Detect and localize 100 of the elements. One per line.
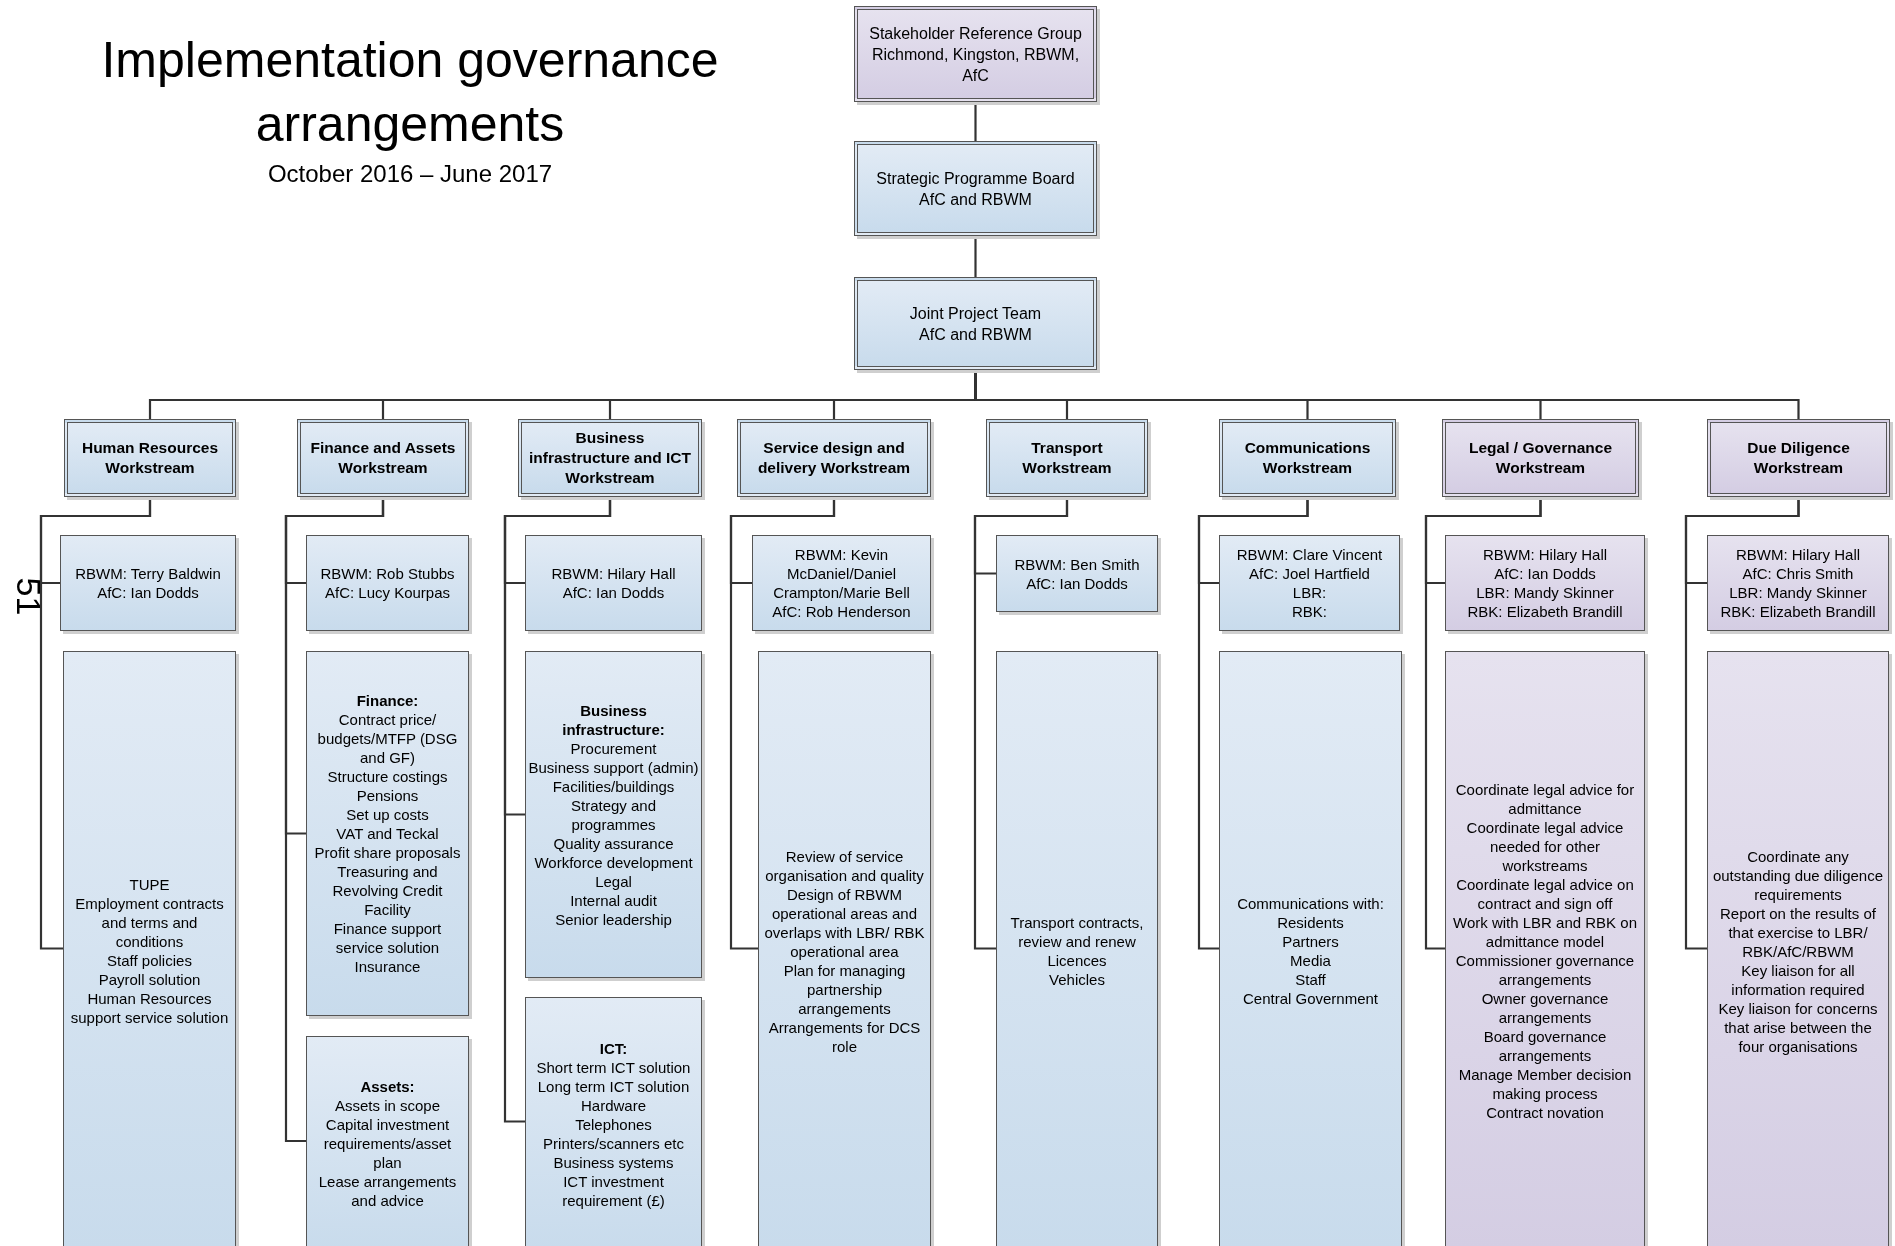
connector-line <box>39 497 152 950</box>
box-text: RBWM: Rob Stubbs <box>319 564 456 583</box>
box-heading: Business infrastructure: <box>561 700 666 739</box>
workstream-box <box>64 419 236 497</box>
box-text: Communications Workstream <box>1243 438 1372 478</box>
box-text: Treasuring and Revolving Credit Facility <box>331 862 444 919</box>
box-text: RBWM: Hilary Hall <box>1734 545 1862 564</box>
box-text: Review of service organisation and quality <box>764 846 925 885</box>
scope-box <box>525 651 702 978</box>
box-text: TUPE <box>128 875 171 894</box>
leads-box <box>996 535 1158 612</box>
box-text: Vehicles <box>1048 970 1106 989</box>
box-text: Plan for managing partnership arrangements <box>782 960 907 1018</box>
box-text: Set up costs <box>345 805 430 824</box>
box-text: AfC and RBWM <box>918 324 1033 345</box>
box-text: ICT investment requirement (£) <box>561 1171 666 1210</box>
box-text: Manage Member decision making process <box>1457 1065 1633 1103</box>
box-text: Internal audit <box>569 890 658 910</box>
diagram-title: Implementation governance arrangements <box>100 31 720 154</box>
box-text: RBWM: Terry Baldwin <box>74 564 222 583</box>
workstream-box <box>297 419 469 497</box>
box-text: Capital investment requirements/asset plan <box>322 1115 453 1172</box>
box-text: Richmond, Kingston, RBWM, AfC <box>870 44 1081 86</box>
box-text: AfC and RBWM <box>918 189 1033 210</box>
box-text: Service design and delivery Workstream <box>756 438 912 478</box>
box-text: LBR: Mandy Skinner <box>1475 583 1615 602</box>
box-text: Strategy and programmes <box>569 795 658 834</box>
scope-box <box>1219 651 1402 1246</box>
box-text: Short term ICT solution <box>535 1057 692 1077</box>
box-text: Contract novation <box>1485 1103 1605 1122</box>
box-text: Transport Workstream <box>1021 438 1113 478</box>
box-text: Stakeholder Reference Group <box>868 23 1083 44</box>
box-text: Licences <box>1046 951 1108 970</box>
leads-box <box>752 535 931 631</box>
connector-line <box>974 102 977 141</box>
box-text: Due Diligence Workstream <box>1746 438 1851 478</box>
box-text: Hardware <box>580 1095 647 1115</box>
box-text: Telephones <box>574 1114 653 1134</box>
box-text: AfC: Lucy Kourpas <box>323 583 452 602</box>
connector-line <box>973 497 1069 950</box>
board-box <box>854 277 1097 370</box>
board-box <box>854 6 1097 102</box>
box-text: AfC: Rob Henderson <box>771 602 912 621</box>
workstream-box <box>737 419 931 497</box>
box-text: Key liaison for all information required <box>1730 960 1866 999</box>
box-text: RBWM: Hilary Hall <box>550 564 677 583</box>
date-range: October 2016 – June 2017 <box>266 160 554 188</box>
connector-line <box>974 236 977 277</box>
box-text: Central Government <box>1241 989 1380 1008</box>
box-text: VAT and Teckal <box>335 824 440 843</box>
box-text: Long term ICT solution <box>536 1076 691 1096</box>
scope-box <box>306 1036 469 1246</box>
scope-box <box>1445 651 1645 1246</box>
box-text: Media <box>1289 951 1332 970</box>
connector-line <box>284 497 385 1143</box>
box-text: Design of RBWM operational areas and overlaps with LBR/ RBK operational area <box>763 884 926 961</box>
box-text: RBWM: Kevin McDaniel/Daniel Crampton/Marie Bell <box>772 545 911 602</box>
box-text: Business infrastructure and ICT Workstream <box>528 428 692 488</box>
box-text: Human Resources support service solution <box>69 989 230 1027</box>
box-text: LBR: <box>1291 583 1328 602</box>
box-text: Printers/scanners etc <box>542 1133 685 1153</box>
box-text: Key liaison for concerns that arise between the four organisations <box>1717 998 1879 1056</box>
box-text: AfC: Ian Dodds <box>1493 564 1597 583</box>
scope-box <box>758 651 931 1246</box>
box-text: Quality assurance <box>552 833 675 853</box>
box-text: Payroll solution <box>97 970 202 989</box>
box-text: AfC: Ian Dodds <box>561 583 666 602</box>
box-text: Coordinate legal advice for admittance <box>1454 780 1636 818</box>
box-text: Work with LBR and RBK on admittance model <box>1452 913 1638 951</box>
leads-box <box>1707 535 1889 631</box>
box-text: RBK: Elizabeth Brandill <box>1719 602 1877 621</box>
page-number: 51 <box>8 577 48 618</box>
box-text: Senior leadership <box>554 909 673 929</box>
scope-box <box>996 651 1158 1246</box>
box-text: RBWM: Clare Vincent <box>1235 545 1384 564</box>
box-text: Transport contracts, review and renew <box>1009 913 1145 951</box>
connector-line <box>1424 497 1542 950</box>
scope-box <box>525 997 702 1246</box>
box-text: Contract price/ budgets/MTFP (DSG and GF) <box>316 710 459 767</box>
box-text: Business systems <box>552 1152 675 1172</box>
box-text: Arrangements for DCS role <box>767 1017 922 1056</box>
box-heading: ICT: <box>598 1038 629 1058</box>
box-text: Employment contracts and terms and conditions <box>74 894 225 951</box>
scope-box <box>63 651 236 1246</box>
box-text: Structure costings <box>326 767 449 786</box>
box-text: Report on the results of that exercise to LBR/ RBK/AfC/RBWM <box>1719 903 1877 961</box>
workstream-box <box>518 419 702 497</box>
box-text: Legal <box>594 871 633 891</box>
box-text: Residents <box>1276 913 1345 932</box>
box-text: Strategic Programme Board <box>875 168 1076 189</box>
leads-box <box>1445 535 1645 631</box>
workstream-box <box>1442 419 1639 497</box>
box-text: Coordinate any outstanding due diligence requirements <box>1711 846 1885 904</box>
connector-line <box>503 497 612 1123</box>
box-text: Insurance <box>353 957 422 976</box>
box-text: RBWM: Ben Smith <box>1013 554 1141 574</box>
board-box <box>854 141 1097 236</box>
box-text: RBK: Elizabeth Brandill <box>1466 602 1624 621</box>
box-text: LBR: Mandy Skinner <box>1728 583 1868 602</box>
box-text: Business support (admin) <box>527 757 700 777</box>
